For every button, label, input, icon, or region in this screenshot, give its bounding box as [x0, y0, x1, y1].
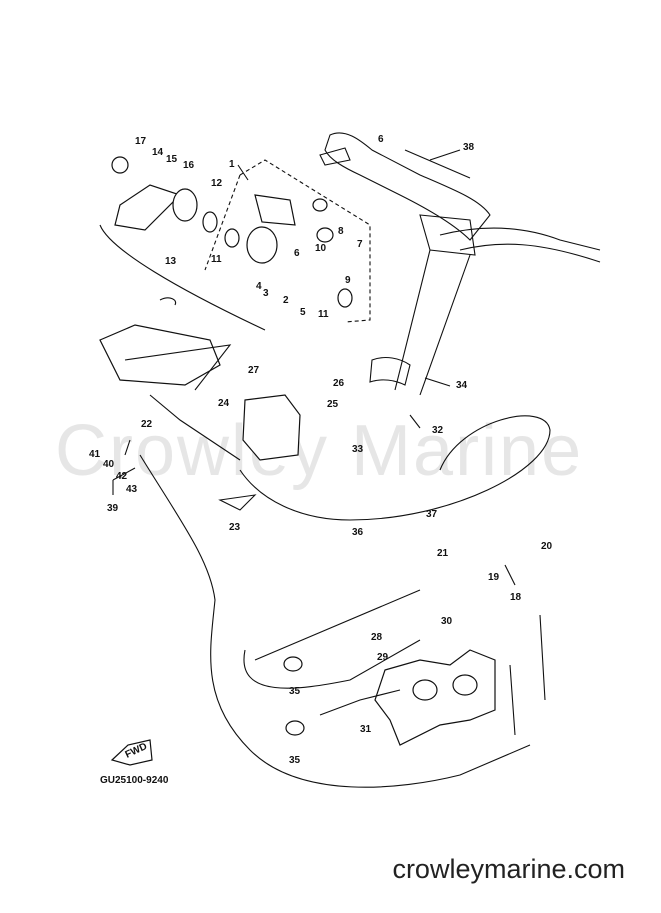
part-label: 10 — [315, 243, 327, 254]
part-label: 22 — [141, 419, 153, 430]
part-label: 37 — [426, 509, 438, 520]
throttle-cable — [139, 394, 551, 788]
part-label-6-top: 6 — [378, 134, 384, 145]
part-label: 40 — [103, 459, 115, 470]
part-label: 25 — [327, 399, 339, 410]
switch-assembly-box — [99, 156, 371, 331]
part-label: 11 — [318, 309, 329, 320]
part-label: 13 — [165, 256, 177, 267]
part-label: 17 — [135, 136, 147, 147]
part-label: 2 — [283, 295, 289, 306]
part-label: 34 — [456, 380, 468, 391]
part-label: 26 — [333, 378, 345, 389]
part-label: 21 — [437, 548, 449, 559]
part-label: 36 — [352, 527, 364, 538]
part-label: 32 — [432, 425, 444, 436]
part-label: 20 — [541, 541, 553, 552]
part-label: 38 — [463, 142, 475, 153]
grip-lever — [99, 297, 232, 391]
part-label: 15 — [166, 154, 178, 165]
part-label: 39 — [107, 503, 119, 514]
part-labels: 1 2 3 4 5 6 7 8 9 10 11 12 13 14 15 16 1… — [89, 134, 553, 766]
part-label: 41 — [89, 449, 101, 460]
part-label: 24 — [218, 398, 230, 409]
part-label: 35 — [289, 686, 301, 697]
part-label: 30 — [441, 616, 453, 627]
part-label: 19 — [488, 572, 500, 583]
part-label: 43 — [126, 484, 138, 495]
part-label: 27 — [248, 365, 260, 376]
part-label: 12 — [211, 178, 223, 189]
part-label: 9 — [345, 275, 351, 286]
part-label: 5 — [300, 307, 306, 318]
handlebar — [319, 132, 601, 396]
part-label: 18 — [510, 592, 522, 603]
diagram-code: GU25100-9240 — [100, 775, 169, 786]
carburetor — [319, 614, 546, 746]
part-label: 8 — [338, 226, 344, 237]
fwd-arrow-icon: FWD — [110, 739, 153, 766]
footer-site-name: crowleymarine.com — [392, 854, 625, 884]
part-label: 7 — [357, 239, 363, 250]
part-label: 1 — [229, 159, 235, 170]
part-label: 23 — [229, 522, 241, 533]
part-label: 31 — [360, 724, 372, 735]
part-label: 14 — [152, 147, 164, 158]
part-label: 6 — [294, 248, 300, 259]
part-label-35-bottom: 35 — [289, 755, 301, 766]
part-label: 16 — [183, 160, 195, 171]
part-label: 28 — [371, 632, 383, 643]
part-label: 29 — [377, 652, 389, 663]
part-label: 4 — [256, 281, 262, 292]
part-label: 3 — [263, 288, 269, 299]
part-label: 42 — [116, 471, 128, 482]
part-label-11-left: 11 — [211, 254, 222, 265]
leader-lines — [112, 149, 516, 586]
part-label: 33 — [352, 444, 364, 455]
